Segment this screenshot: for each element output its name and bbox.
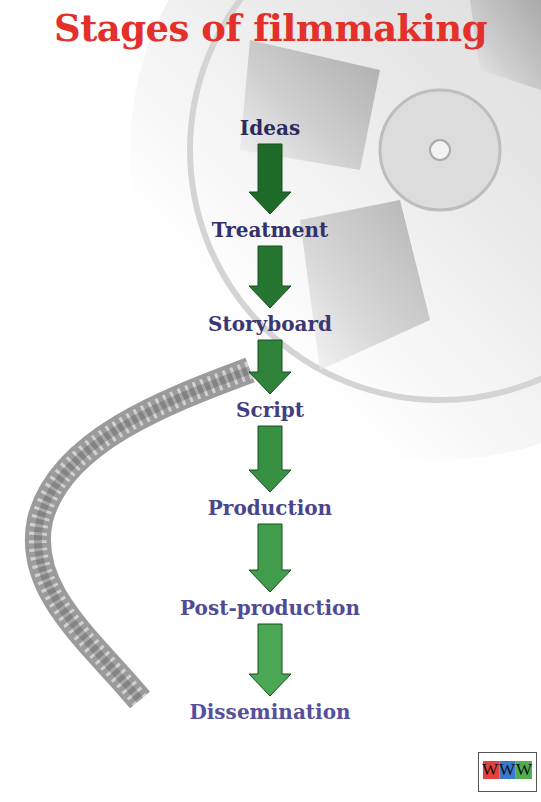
stage-label: Ideas [240, 116, 300, 140]
reel-window [240, 40, 380, 170]
stage-node: Script [230, 394, 310, 426]
flow-arrow [249, 624, 291, 696]
film-strip [38, 370, 250, 700]
film-frames [38, 370, 250, 700]
film-perforations [38, 370, 250, 700]
stage-label: Treatment [212, 218, 329, 242]
stage-node: Treatment [206, 214, 335, 246]
stage-label: Production [208, 496, 332, 520]
stage-label: Script [236, 398, 304, 422]
reel-rim [190, 0, 541, 400]
stage-node: Ideas [234, 112, 306, 144]
flow-arrow [249, 340, 291, 394]
flow-arrow [249, 246, 291, 308]
stage-node: Production [202, 492, 338, 524]
stage-label: Dissemination [189, 700, 350, 724]
flow-arrow [249, 524, 291, 592]
logo-box: WWW [478, 752, 537, 792]
flow-arrow [249, 144, 291, 214]
stage-node: Post-production [174, 592, 366, 624]
reel-hub [380, 90, 500, 210]
stage-node: Storyboard [202, 308, 338, 340]
logo-text: WWW [479, 760, 536, 780]
stage-label: Post-production [180, 596, 360, 620]
reel-hole [430, 140, 450, 160]
diagram-title: Stages of filmmaking [0, 6, 541, 50]
stage-node: Dissemination [183, 696, 356, 728]
flow-arrow [249, 426, 291, 492]
stage-label: Storyboard [208, 312, 332, 336]
